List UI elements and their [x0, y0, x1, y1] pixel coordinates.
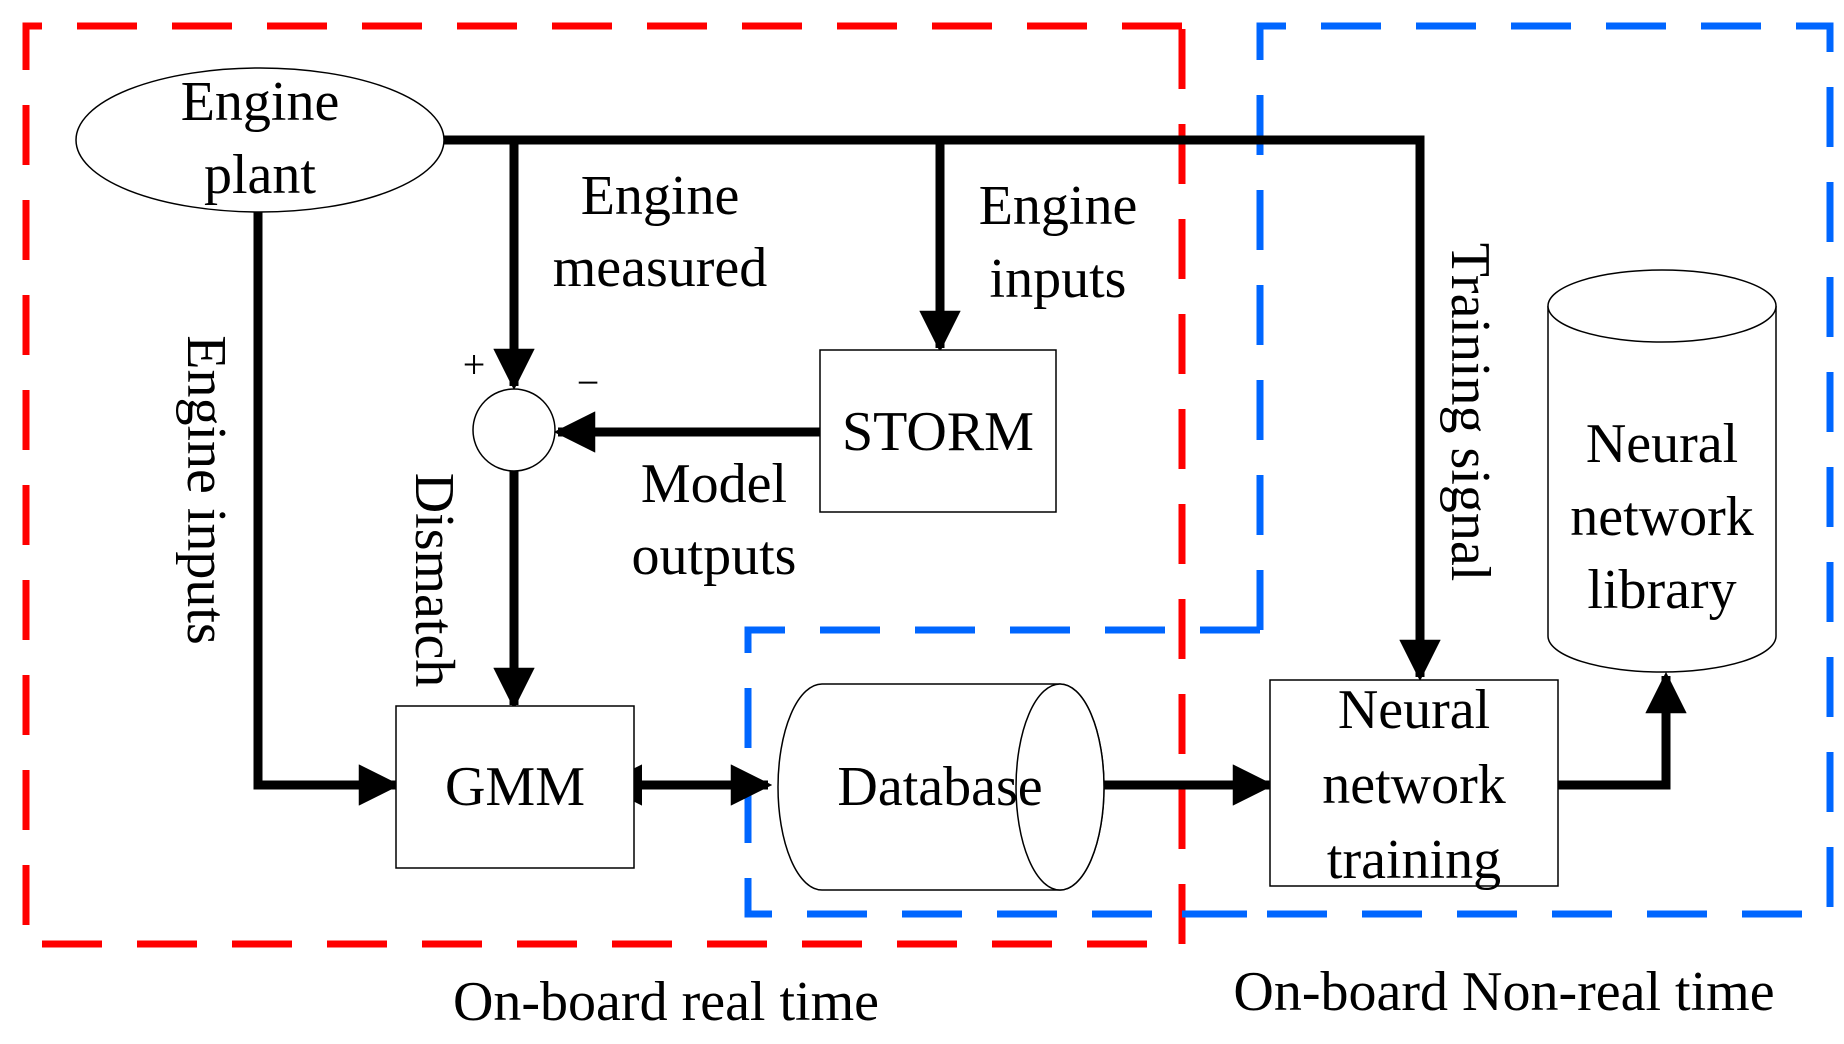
nn-library-label-3: library: [1587, 559, 1736, 621]
model-outputs-label-2: outputs: [632, 525, 797, 587]
nonrealtime-region-caption: On-board Non-real time: [1233, 961, 1774, 1023]
sum-plus-sign: +: [463, 342, 486, 387]
nn-training-label-3: training: [1327, 829, 1501, 891]
nn-training-block: [1269, 679, 1559, 887]
model-outputs-label-1: Model: [641, 453, 787, 515]
engine-plant-label-1: Engine: [181, 71, 340, 133]
wire-engine-inputs: [253, 210, 401, 806]
database-label: Database: [837, 756, 1042, 818]
connections: [253, 135, 1687, 806]
wire-plant-bus: [440, 135, 1441, 682]
gmm-label: GMM: [445, 756, 585, 818]
engine-plant-label-2: plant: [204, 144, 316, 206]
realtime-region-border-inner: [744, 626, 1260, 918]
database-cylinder: [777, 683, 1105, 891]
realtime-region-caption: On-board real time: [453, 971, 879, 1033]
storm-block: [819, 349, 1057, 513]
dismatch-label: Dismatch: [403, 473, 465, 688]
sum-minus-sign: −: [577, 360, 600, 405]
nn-library-cylinder: [1547, 269, 1777, 673]
nn-training-label-1: Neural: [1338, 679, 1490, 741]
engine-measured-label-2: measured: [553, 237, 768, 299]
engine-inputs-side-label: Engine inputs: [175, 335, 237, 645]
realtime-region-border: [22, 22, 1186, 948]
wire-training-to-library: [1558, 671, 1687, 790]
nn-library-label-2: network: [1570, 486, 1754, 548]
gmm-block: [395, 705, 635, 869]
engine-inputs-top-label-2: inputs: [990, 248, 1127, 310]
engine-plant-ellipse: [75, 67, 445, 213]
engine-inputs-top-label-1: Engine: [979, 175, 1138, 237]
nonrealtime-region-border: [1182, 22, 1834, 918]
nn-library-label-1: Neural: [1586, 413, 1738, 475]
training-signal-label: Training signal: [1439, 243, 1501, 582]
engine-measured-label-1: Engine: [581, 165, 740, 227]
summing-junction: [472, 388, 556, 472]
nn-training-label-2: network: [1322, 754, 1506, 816]
storm-label: STORM: [842, 401, 1034, 463]
